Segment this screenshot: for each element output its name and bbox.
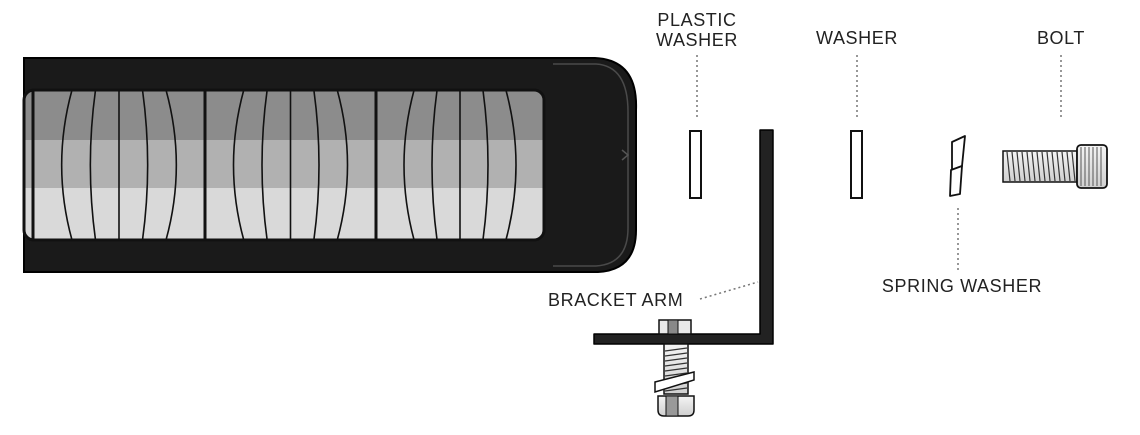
fastener-thread (664, 362, 688, 367)
light-bar-lens (24, 90, 544, 240)
bolt-thread (1006, 151, 1011, 182)
fastener-thread (664, 372, 688, 377)
reflector-line (482, 90, 489, 240)
bolt-thread (1016, 151, 1021, 182)
light-bar (22, 57, 638, 273)
reflector-line (505, 90, 517, 240)
bolt-thread (1046, 151, 1051, 182)
bolt-thread (1026, 151, 1031, 182)
assembled-fastener (654, 319, 695, 417)
reflector-line (141, 90, 149, 240)
reflector-line (261, 90, 268, 240)
bolt-thread (1066, 151, 1071, 182)
bracket-arm-leader (699, 281, 759, 300)
bolt-thread (1031, 151, 1036, 182)
plastic-washer-label-line-1: PLASTIC (657, 10, 737, 30)
reflector-line (89, 90, 97, 240)
leader-lines (696, 55, 1062, 300)
plastic-washer (689, 130, 702, 199)
spring-washer (949, 135, 966, 197)
washer (850, 130, 863, 199)
fastener-thread (664, 352, 688, 357)
reflector-line (232, 90, 245, 240)
fastener-spring-washer (654, 371, 695, 394)
bolt-thread (1021, 151, 1026, 182)
fastener-thread (664, 347, 688, 352)
plastic-washer-label-line-2: WASHER (656, 30, 738, 50)
bolt-thread (1071, 151, 1076, 182)
bracket-arm (593, 129, 774, 345)
bolt-thread (1036, 151, 1041, 182)
bolt-thread (1041, 151, 1046, 182)
bolt-thread (1051, 151, 1056, 182)
washer-label: WASHER (816, 28, 898, 48)
spring-washer-label: SPRING WASHER (881, 276, 1043, 296)
reflector-line (403, 90, 415, 240)
bracket-arm-label: BRACKET ARM (548, 290, 684, 310)
bolt-thread (1011, 151, 1016, 182)
fastener-thread (664, 367, 688, 372)
reflector-line (313, 90, 320, 240)
reflector-line (431, 90, 438, 240)
fastener-thread (664, 387, 688, 392)
light-bar-end-cap (553, 63, 629, 267)
reflector-line (165, 90, 178, 240)
reflector-line (60, 90, 73, 240)
plastic-washer-label: PLASTIC WASHER (647, 10, 747, 50)
bolt-thread (1061, 151, 1066, 182)
light-bar-lens-frame (22, 88, 546, 242)
bolt (1002, 144, 1108, 189)
bolt-thread (1056, 151, 1061, 182)
bolt-label: BOLT (1036, 28, 1086, 48)
light-bar-notch (621, 149, 630, 161)
fastener-thread (664, 357, 688, 362)
reflector-line (336, 90, 349, 240)
